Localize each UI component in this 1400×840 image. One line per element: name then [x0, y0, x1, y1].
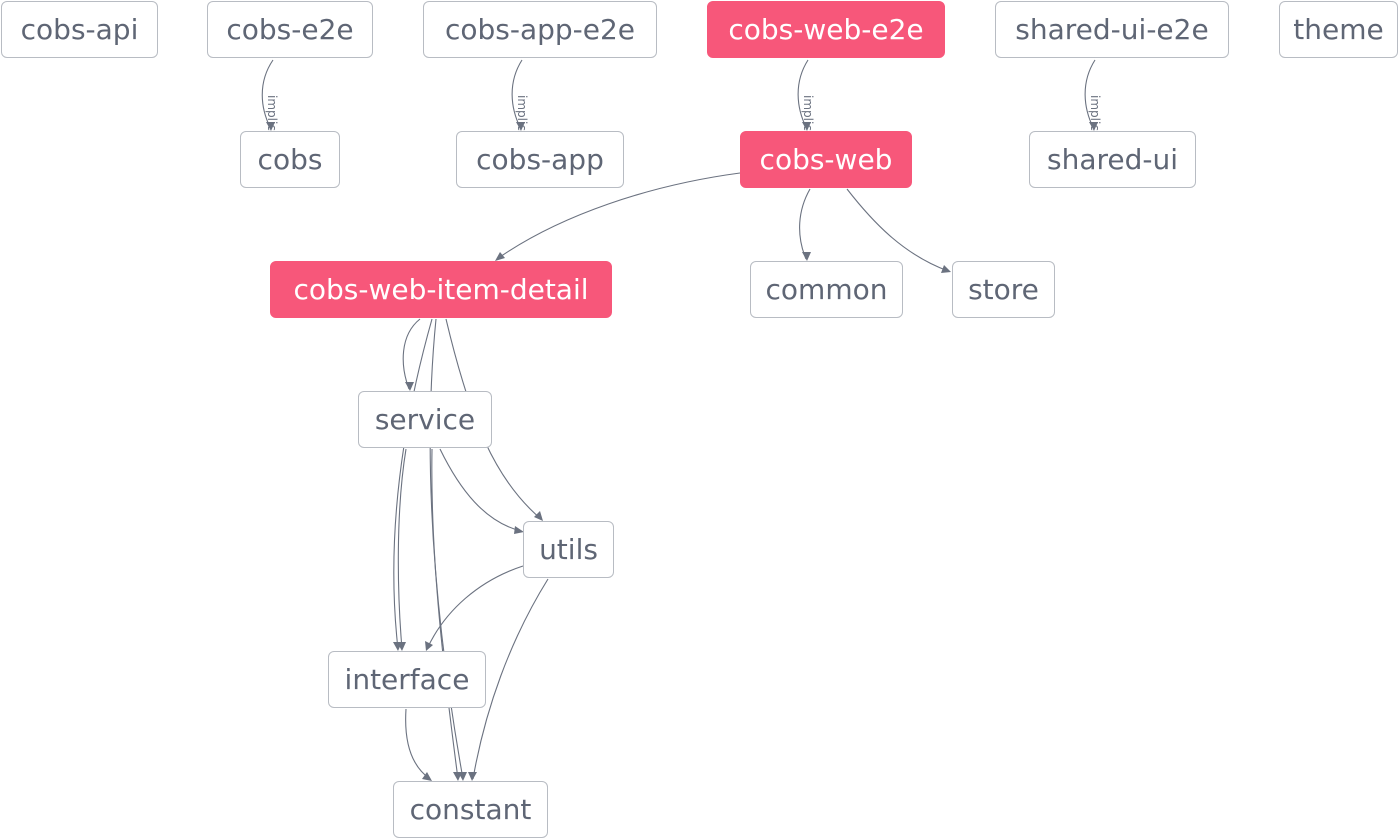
arrowhead	[453, 772, 462, 781]
edge-cobs-web-to-cobs-web-item-detail	[496, 172, 741, 260]
arrowhead	[802, 252, 811, 261]
node-interface[interactable]: interface	[328, 651, 486, 708]
arrowhead	[802, 122, 811, 131]
node-cobs-web[interactable]: cobs-web	[740, 131, 912, 188]
edge-label-implicit: implicit	[1088, 95, 1102, 139]
node-constant[interactable]: constant	[393, 781, 548, 838]
edge-label-implicit: implicit	[265, 95, 279, 139]
node-cobs-e2e[interactable]: cobs-e2e	[207, 1, 373, 58]
edge-utils-to-constant	[472, 578, 549, 780]
arrowhead	[425, 641, 433, 651]
node-cobs-app-e2e[interactable]: cobs-app-e2e	[423, 1, 657, 58]
arrowhead	[514, 526, 524, 534]
node-utils[interactable]: utils	[523, 521, 614, 578]
edge-interface-to-constant	[405, 708, 431, 780]
edge-label-implicit: implicit	[515, 95, 529, 139]
node-shared-ui-e2e[interactable]: shared-ui-e2e	[995, 1, 1229, 58]
node-store[interactable]: store	[952, 261, 1055, 318]
arrowhead	[495, 252, 505, 261]
arrowhead	[405, 382, 414, 391]
node-common[interactable]: common	[750, 261, 903, 318]
node-cobs-web-e2e[interactable]: cobs-web-e2e	[707, 1, 945, 58]
arrowhead	[941, 265, 951, 273]
arrowhead	[266, 122, 275, 131]
arrowhead	[397, 642, 406, 651]
edge-label-implicit: implicit	[801, 95, 815, 139]
edge-item-detail-to-service	[402, 318, 421, 390]
edge-service-to-constant	[431, 448, 459, 780]
arrowhead	[468, 772, 477, 781]
arrowhead	[422, 772, 432, 781]
edge-service-to-interface	[397, 448, 407, 650]
arrowhead	[516, 122, 525, 131]
node-cobs[interactable]: cobs	[240, 131, 340, 188]
edge-item-detail-to-constant	[429, 318, 464, 780]
arrowhead	[1089, 122, 1098, 131]
arrowhead	[534, 511, 543, 521]
node-theme[interactable]: theme	[1279, 1, 1398, 58]
node-shared-ui[interactable]: shared-ui	[1029, 131, 1196, 188]
node-service[interactable]: service	[358, 391, 492, 448]
edge-cobs-web-to-common	[799, 188, 811, 260]
edge-utils-to-interface	[426, 565, 524, 650]
node-cobs-api[interactable]: cobs-api	[1, 1, 158, 58]
node-cobs-web-item-detail[interactable]: cobs-web-item-detail	[270, 261, 612, 318]
edge-service-to-utils	[439, 448, 522, 532]
node-cobs-app[interactable]: cobs-app	[456, 131, 624, 188]
edge-item-detail-to-interface	[393, 318, 433, 650]
edge-cobs-web-to-store	[846, 188, 949, 272]
